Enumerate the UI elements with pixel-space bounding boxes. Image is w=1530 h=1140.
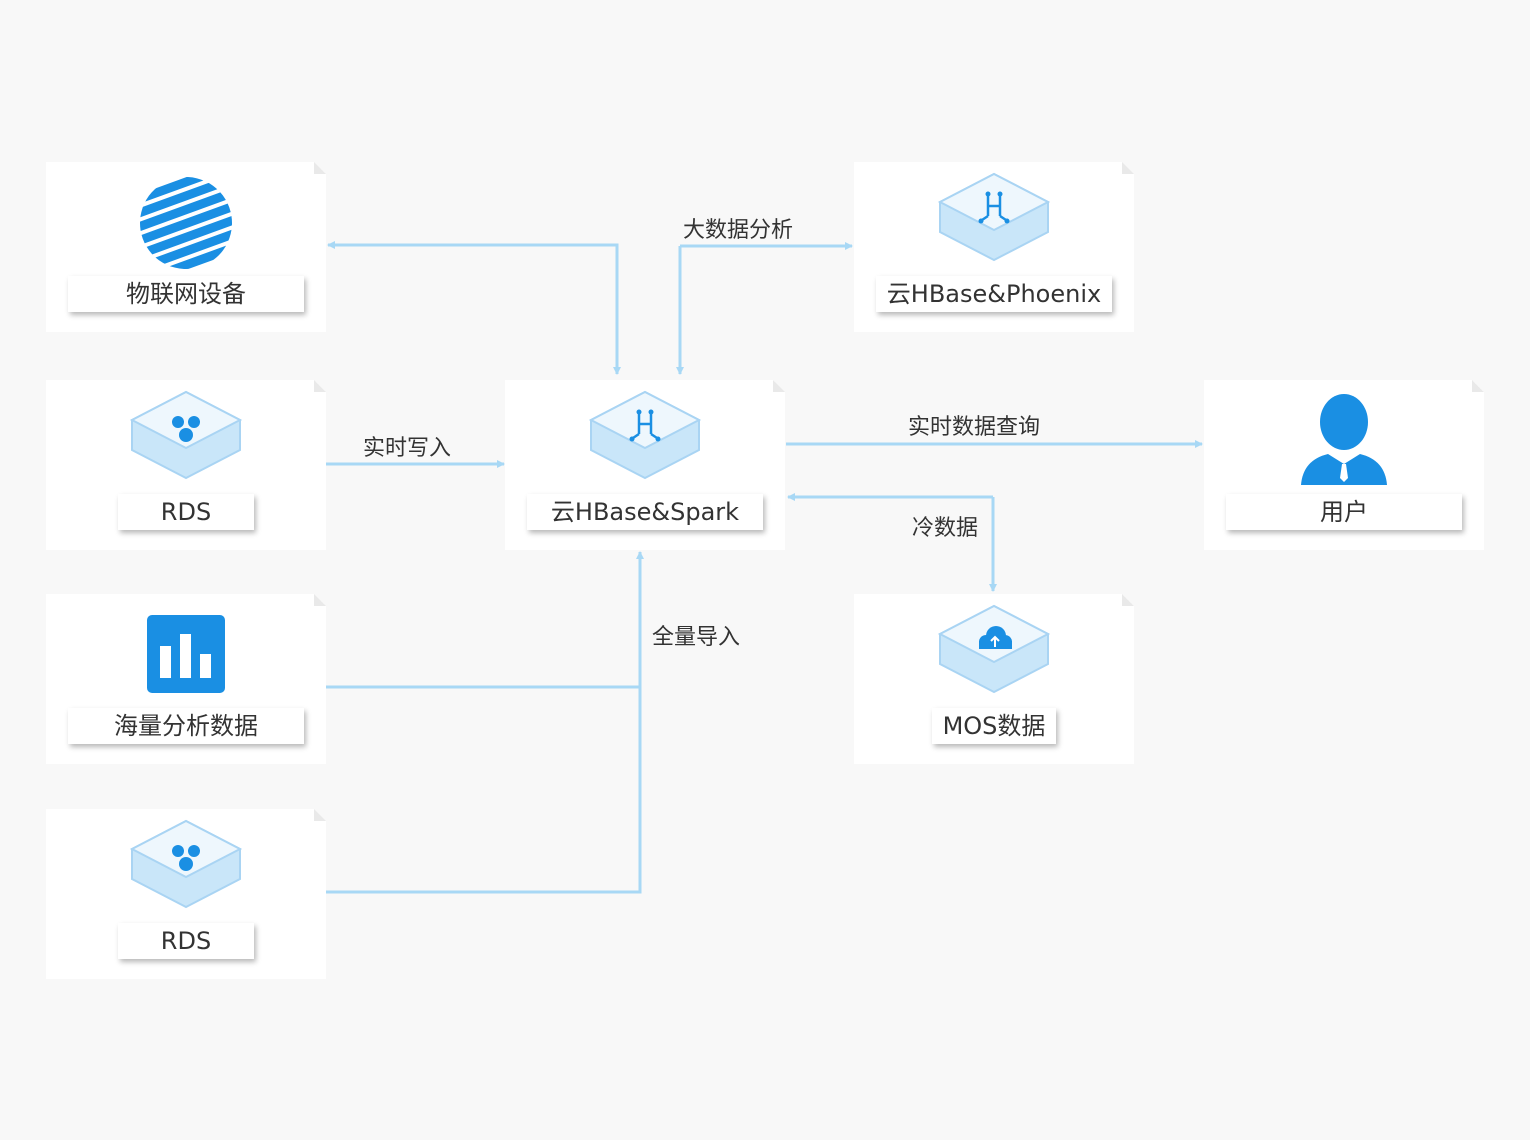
- hbase-phoenix-node[interactable]: 云HBase&Phoenix: [854, 162, 1134, 332]
- massive-data-node[interactable]: 海量分析数据: [46, 594, 326, 764]
- rds-database-icon: [129, 819, 243, 909]
- rds-bulk-node[interactable]: RDS: [46, 809, 326, 979]
- cold-data-label: 冷数据: [912, 516, 979, 541]
- mos-data-label: MOS数据: [932, 708, 1056, 744]
- rds-database-icon: [129, 390, 243, 480]
- hbase-cube-icon: [937, 172, 1051, 262]
- line-rds-bulk-to-bus: [326, 687, 642, 894]
- iot-devices-node[interactable]: 物联网设备: [46, 162, 326, 332]
- massive-data-label: 海量分析数据: [68, 708, 304, 744]
- user-icon: [1301, 394, 1387, 485]
- hbase-phoenix-label: 云HBase&Phoenix: [876, 276, 1112, 312]
- cloud-storage-cube-icon: [937, 604, 1051, 694]
- bulk-import-label: 全量导入: [652, 625, 741, 650]
- iot-devices-label: 物联网设备: [68, 276, 304, 312]
- bar-chart-icon: [147, 615, 225, 693]
- realtime-write-label: 实时写入: [363, 436, 452, 461]
- user-label: 用户: [1226, 494, 1462, 530]
- mos-data-node[interactable]: MOS数据: [854, 594, 1134, 764]
- globe-icon: [127, 165, 245, 282]
- hbase-spark-node[interactable]: 云HBase&Spark: [505, 380, 785, 550]
- hbase-spark-label: 云HBase&Spark: [527, 494, 763, 530]
- rds-realtime-node[interactable]: RDS: [46, 380, 326, 550]
- rds-label: RDS: [118, 494, 254, 530]
- realtime-query-label: 实时数据查询: [908, 415, 1041, 440]
- hbase-cube-icon: [588, 390, 702, 480]
- arrow-spark-to-iot: [327, 241, 619, 249]
- rds-label: RDS: [118, 923, 254, 959]
- user-node[interactable]: 用户: [1204, 380, 1484, 550]
- big-data-analysis-label: 大数据分析: [683, 218, 794, 243]
